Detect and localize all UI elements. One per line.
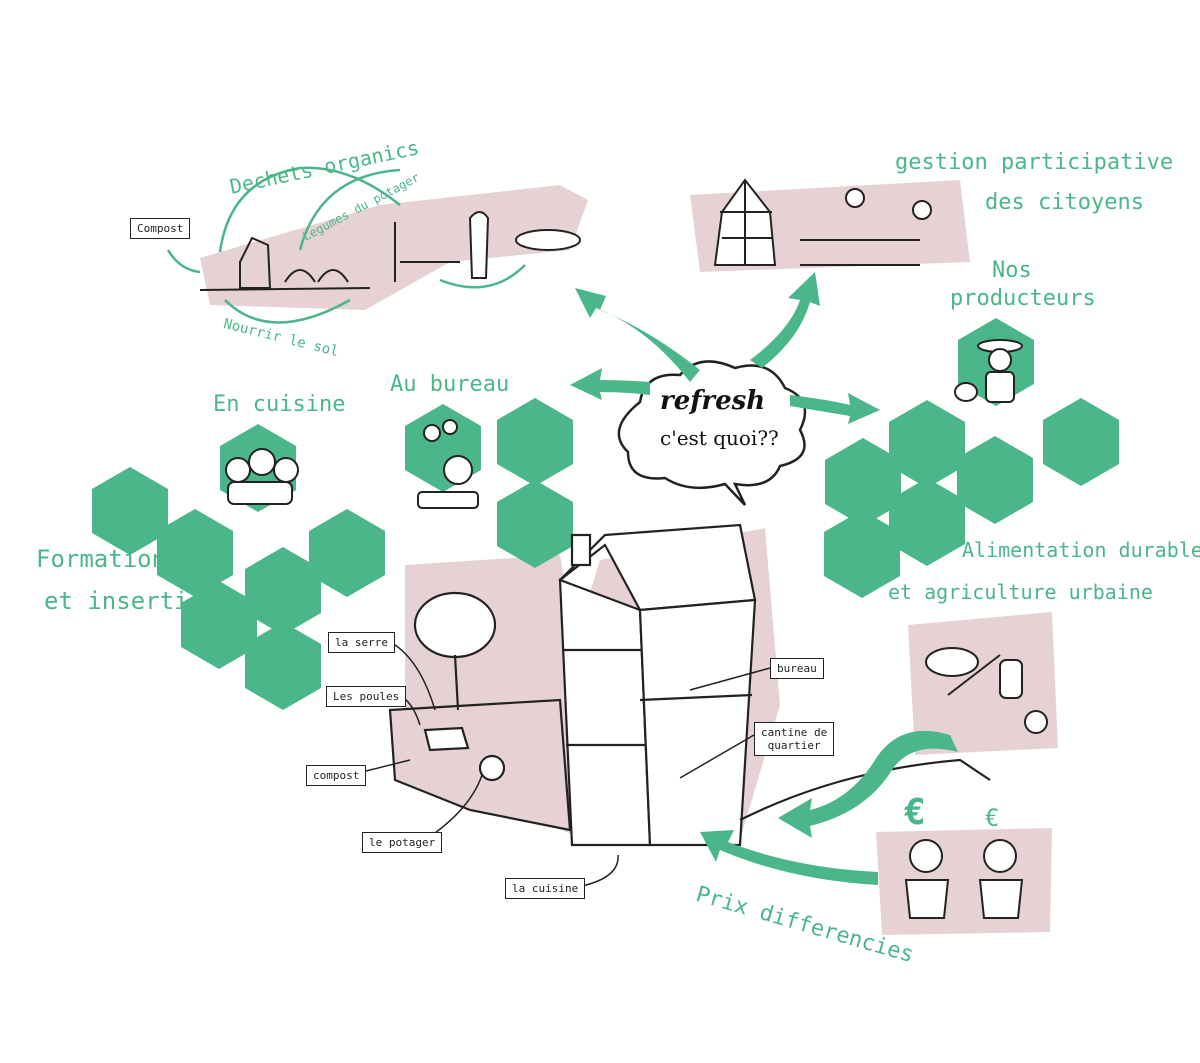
cantine-line2: quartier: [767, 739, 821, 752]
hex: [824, 510, 900, 598]
hex: [497, 480, 573, 568]
hex: [92, 467, 168, 555]
box-la-serre: la serre: [328, 632, 395, 653]
label-formation: Formation: [36, 545, 167, 573]
label-et-insertion: et insertion: [44, 587, 218, 615]
label-en-cuisine: En cuisine: [213, 392, 346, 417]
thinking-worker-icon: [417, 419, 479, 509]
cantine-line1: cantine de: [761, 726, 828, 739]
arrow-to-bureau: [570, 368, 650, 400]
box-cantine-de-quartier: cantine de quartier: [754, 722, 835, 756]
label-au-bureau: Au bureau: [390, 372, 510, 397]
box-les-poules: Les poules: [326, 686, 407, 707]
hex: [181, 581, 257, 669]
label-agriculture-urbaine: et agriculture urbaine: [888, 580, 1153, 604]
arrow-to-gestion: [750, 272, 820, 368]
hex: [1043, 398, 1119, 486]
hex: [309, 509, 385, 597]
arrow-to-compost: [575, 288, 700, 382]
box-bureau: bureau: [770, 658, 824, 679]
compost-cycle-arrows: [166, 166, 526, 324]
label-gestion-participative: gestion participative: [895, 150, 1174, 175]
box-compost-top: Compost: [130, 218, 191, 239]
box-le-potager: le potager: [362, 832, 443, 853]
hex: [497, 398, 573, 486]
hex: [889, 478, 965, 566]
hex: [957, 436, 1033, 524]
food-illustration: [925, 647, 1048, 734]
label-producteurs: producteurs: [950, 286, 1096, 311]
center-speech-cloud: [617, 360, 807, 506]
hex: [889, 400, 965, 488]
people-patch: [876, 828, 1052, 935]
center-subtitle: c'est quoi??: [660, 426, 779, 450]
chefs-icon: [225, 448, 299, 505]
arrow-alimentation: [778, 730, 958, 838]
hex: [157, 509, 233, 597]
arrow-prix: [700, 830, 878, 885]
label-connectors: [361, 642, 771, 889]
box-compost: compost: [306, 765, 367, 786]
hex: [245, 547, 321, 635]
euro-icon-large: €: [904, 792, 926, 833]
label-nos: Nos: [992, 258, 1032, 283]
center-title: refresh: [660, 386, 766, 416]
people-eating-illustration: [904, 839, 1024, 919]
farmer-icon: [954, 339, 1023, 403]
arrow-to-producteurs: [790, 393, 880, 424]
euro-icon-small: €: [985, 804, 1000, 832]
hex: [825, 438, 901, 526]
flow-arrows: [570, 272, 958, 885]
label-des-citoyens: des citoyens: [985, 190, 1144, 215]
box-la-cuisine: la cuisine: [505, 878, 586, 899]
garden-cycle-illustration: [199, 211, 581, 291]
label-alimentation-durable: Alimentation durable: [962, 538, 1200, 562]
participation-illustration: [713, 178, 932, 266]
hex: [245, 622, 321, 710]
